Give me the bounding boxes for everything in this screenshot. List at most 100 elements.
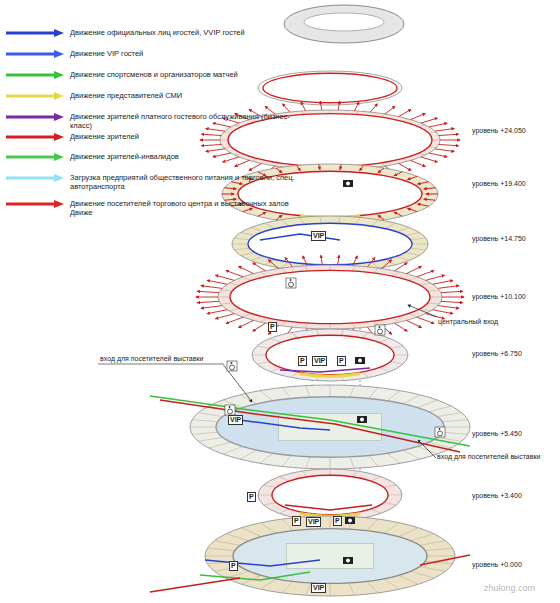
route-line — [150, 578, 240, 592]
icon-head — [231, 362, 233, 364]
seat-sector-line — [240, 450, 257, 459]
callout-note: центральный вход — [438, 317, 498, 326]
spectator-flow-arrow — [429, 123, 447, 127]
spectator-flow-arrow — [395, 323, 408, 331]
zone-tag: VIP — [306, 517, 321, 527]
seat-sector-line — [432, 140, 440, 141]
spectator-flow-arrow — [268, 260, 278, 269]
camera-lens — [358, 359, 362, 363]
spectator-flow-arrow — [441, 301, 463, 302]
seat-sector-line — [260, 272, 267, 276]
icon-frame — [286, 278, 296, 288]
seat-sector-line — [427, 290, 439, 291]
legend-arrow-shaft — [6, 156, 54, 159]
seat-sector-line — [305, 323, 308, 328]
legend-row: Движение представителей СМИ — [4, 91, 314, 111]
seat-sector-line — [222, 194, 238, 195]
seat-sector-line — [226, 534, 249, 541]
spectator-flow-arrow — [433, 310, 453, 314]
route-line — [420, 555, 470, 565]
spectator-flow-arrow — [321, 255, 323, 265]
seat-sector-line — [221, 303, 233, 304]
spectator-flow-arrow — [197, 291, 219, 292]
spectator-flow-arrow — [224, 188, 236, 189]
seat-sector-line — [414, 203, 429, 206]
seat-sector-line — [260, 453, 273, 463]
spectator-flow-arrow — [368, 258, 375, 267]
seat-sector-line — [387, 453, 400, 463]
seat-sector-line — [339, 216, 341, 223]
spectator-flow-arrow — [438, 306, 459, 309]
seat-sector-line — [209, 442, 232, 448]
spectator-flow-arrow — [285, 258, 292, 267]
spectator-flow-arrow — [394, 172, 402, 176]
roof — [284, 5, 404, 43]
seat-sector-line — [404, 207, 417, 211]
seat-sector-line — [264, 223, 275, 228]
spectator-flow-arrow — [223, 157, 240, 162]
seat-sector-line — [270, 338, 281, 342]
level-plan — [252, 329, 408, 381]
seat-sector-line — [352, 471, 357, 477]
roof-outer — [284, 5, 404, 43]
spectator-flow-arrow — [319, 164, 320, 169]
seat-sector-line — [282, 581, 293, 593]
spectator-flow-arrow — [231, 182, 242, 184]
seat-sector-line — [257, 346, 270, 348]
seat-sector-line — [198, 437, 222, 441]
legend-arrow-head — [54, 113, 64, 121]
level-plan — [232, 216, 428, 272]
spectator-flow-arrow — [354, 102, 358, 111]
spectator-flow-arrow — [206, 129, 225, 132]
watermark: zhulong.com — [484, 583, 535, 593]
media-route — [300, 374, 360, 377]
seat-sector-line — [281, 321, 286, 326]
seat-sector-line — [218, 297, 230, 298]
camera-body — [357, 416, 367, 423]
zone-tag: P — [268, 322, 277, 332]
seat-sector-line — [437, 413, 461, 417]
seat-sector-line — [384, 523, 400, 533]
zone-tag: VIP — [311, 231, 326, 241]
seat-sector-line — [429, 406, 452, 412]
seat-sector-line — [229, 283, 240, 285]
spectator-flow-arrow — [395, 263, 408, 271]
seat-sector-line — [190, 427, 216, 428]
seat-sector-line — [350, 386, 355, 398]
zone-tag: P — [247, 492, 256, 502]
spectator-flow-arrow — [435, 129, 454, 132]
seat-sector-line — [291, 332, 298, 337]
level-plan — [205, 516, 455, 596]
callout-note: вход для посетителей выставки — [100, 354, 203, 363]
seat-sector-line — [306, 386, 311, 398]
seat-sector-line — [242, 528, 262, 537]
seat-sector-line — [341, 329, 343, 335]
legend-arrow-head — [54, 200, 64, 208]
seat-sector-line — [373, 268, 378, 273]
seat-sector-line — [234, 238, 250, 239]
seat-sector-line — [444, 427, 470, 428]
spectator-flow-arrow — [429, 153, 447, 157]
level-outline — [190, 385, 470, 469]
seat-sector-line — [240, 252, 255, 255]
inner-concourse — [228, 114, 432, 167]
seat-sector-line — [369, 388, 378, 399]
zone-tag: P — [298, 356, 307, 366]
spectator-flow-arrow — [408, 176, 418, 179]
spectator-flow-arrow — [439, 144, 459, 145]
icon-wheel — [230, 365, 235, 370]
seat-sector-line — [320, 216, 322, 223]
camera-icon — [357, 416, 367, 423]
route-line — [200, 572, 310, 580]
level-label: уровень +3.400 — [472, 491, 522, 500]
seat-sector-line — [300, 217, 305, 224]
wheelchair-icon — [286, 278, 296, 288]
leader-underline — [98, 364, 222, 365]
level-plan — [190, 385, 470, 469]
seat-sector-line — [392, 172, 403, 177]
inner-concourse — [263, 73, 397, 103]
legend-arrow-swatch — [4, 132, 66, 142]
spectator-flow-arrow — [303, 256, 307, 266]
seat-sector-line — [205, 556, 233, 557]
